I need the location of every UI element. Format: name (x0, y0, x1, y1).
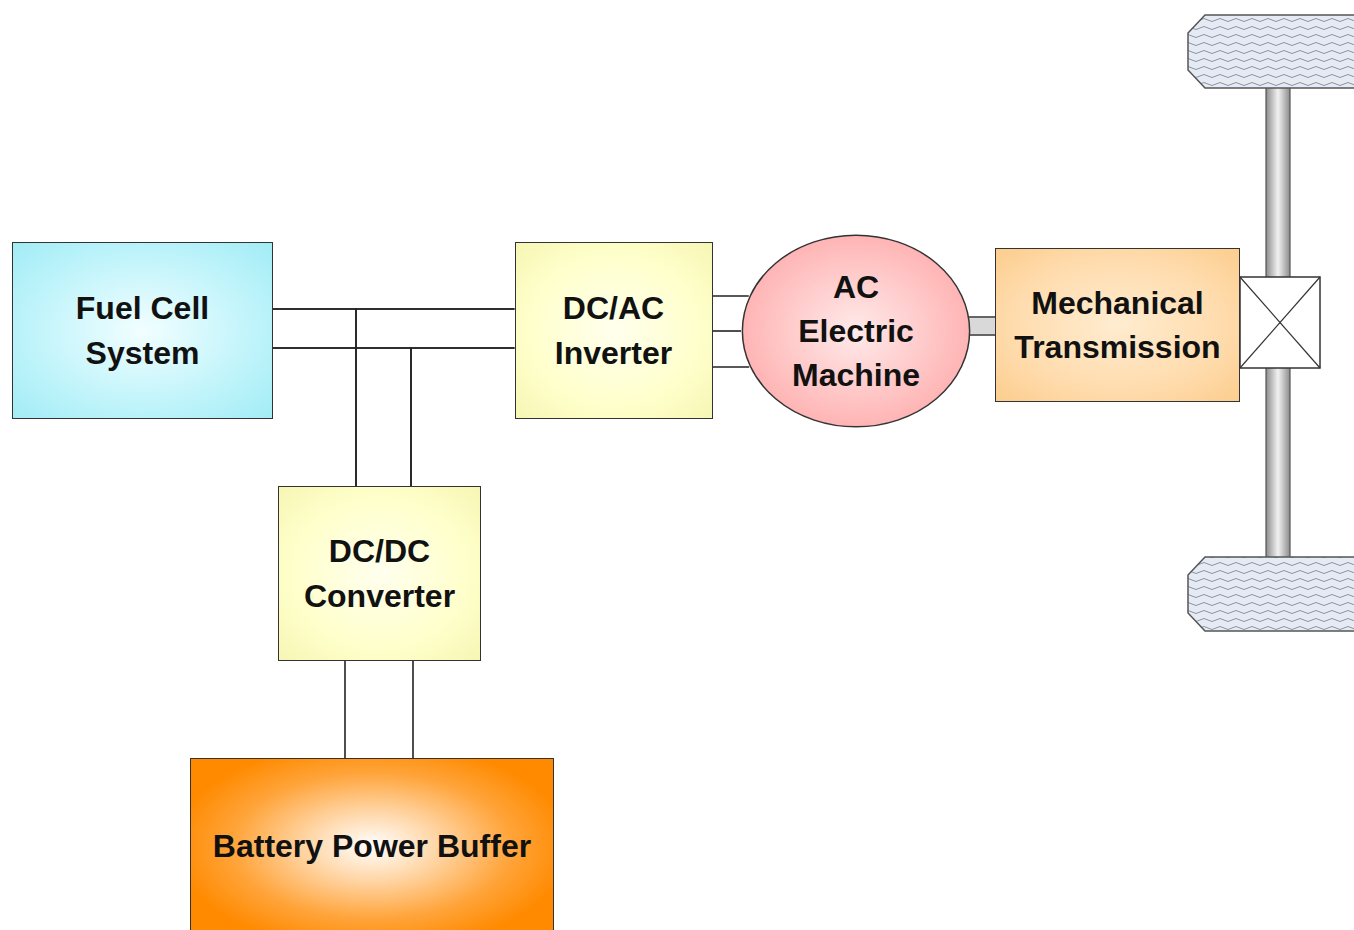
battery-box: Battery Power Buffer (190, 758, 554, 930)
wire-line (273, 348, 411, 486)
node-label: DC/DC Converter (292, 529, 467, 617)
power-wire (273, 309, 411, 486)
differential-symbol (1240, 277, 1320, 368)
transmission-box: Mechanical Transmission (995, 248, 1240, 402)
power-wire (345, 661, 413, 758)
inverter-box: DC/AC Inverter (515, 242, 713, 419)
fuel-cell-box: Fuel Cell System (12, 242, 273, 419)
wire-line (273, 309, 356, 486)
node-label: Battery Power Buffer (213, 824, 531, 868)
drive-shaft (969, 326, 995, 327)
wire-line (412, 661, 414, 758)
shaft-outline (969, 316, 995, 336)
node-label: Mechanical Transmission (1010, 281, 1225, 369)
wire-line (344, 661, 346, 758)
power-wire (273, 309, 515, 348)
node-label: Fuel Cell System (43, 286, 243, 374)
node-label: DC/AC Inverter (529, 286, 699, 374)
node-label: AC Electric Machine (781, 265, 931, 397)
electric-machine-circle: AC Electric Machine (741, 234, 971, 428)
wire-line (356, 309, 515, 486)
shaft-body (969, 318, 995, 334)
wire-line (713, 330, 742, 332)
wheel (1188, 15, 1354, 88)
wheel (1188, 557, 1354, 631)
power-wire (356, 309, 515, 486)
wire-line (713, 366, 750, 368)
wire-line (411, 348, 515, 486)
converter-box: DC/DC Converter (278, 486, 481, 661)
wire-line (713, 295, 749, 297)
